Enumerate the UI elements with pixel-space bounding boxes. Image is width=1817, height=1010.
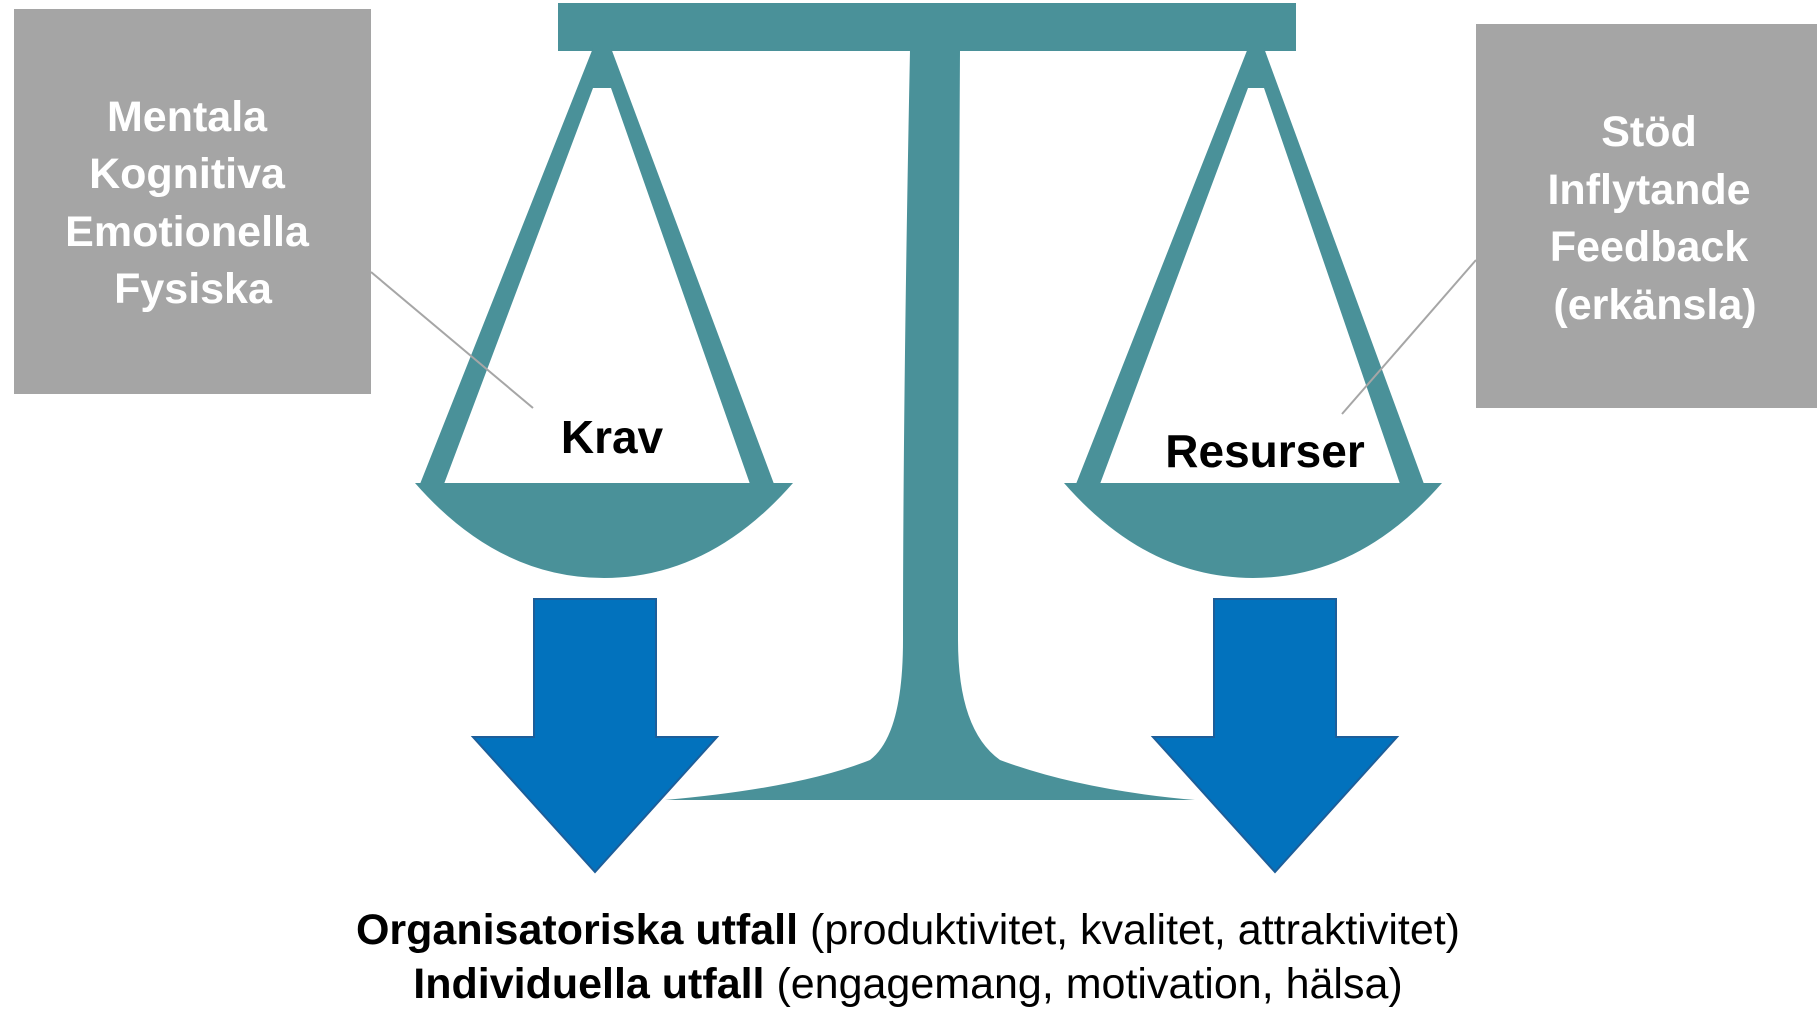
right-resources-box (1476, 24, 1817, 408)
right-down-arrow (1150, 598, 1400, 874)
left-pan-frame (420, 48, 774, 484)
outcome-bold: Organisatoriska utfall (356, 906, 798, 954)
left-box-line: Kognitiva (89, 150, 286, 198)
right-box-line: (erkänsla) (1553, 281, 1756, 329)
left-connector-line (370, 271, 534, 409)
left-down-arrow (470, 598, 720, 874)
left-box-line: Fysiska (114, 265, 273, 313)
right-box-line: Stöd (1601, 108, 1697, 156)
scale-stand (665, 50, 1195, 800)
outcome-detail: (engagemang, motivation, hälsa) (765, 960, 1403, 1008)
right-box-text: Stöd Inflytande Feedback (erkänsla) (1547, 108, 1762, 329)
outcome-detail: (produktivitet, kvalitet, attraktivitet) (798, 906, 1460, 954)
left-pan-label: Krav (561, 411, 664, 463)
right-pan-bowl (1064, 483, 1442, 578)
outcome-bold: Individuella utfall (413, 960, 764, 1008)
outcome-line-individual: Individuella utfall (engagemang, motivat… (413, 960, 1402, 1008)
right-pan-frame (1076, 48, 1424, 484)
right-connector-line (1341, 259, 1477, 415)
scale-beam (558, 3, 1296, 51)
right-scale-pan (1064, 48, 1442, 578)
left-box-line: Mentala (107, 93, 268, 141)
left-pan-bowl (415, 483, 793, 578)
left-demands-box (14, 9, 371, 394)
left-box-text: Mentala Kognitiva Emotionella Fysiska (65, 93, 321, 313)
outcome-line-organisational: Organisatoriska utfall (produktivitet, k… (356, 906, 1460, 954)
left-box-line: Emotionella (65, 208, 310, 256)
right-box-line: Feedback (1550, 223, 1748, 271)
left-scale-pan (415, 48, 793, 578)
right-pan-label: Resurser (1165, 425, 1365, 477)
right-box-line: Inflytande (1547, 166, 1750, 214)
